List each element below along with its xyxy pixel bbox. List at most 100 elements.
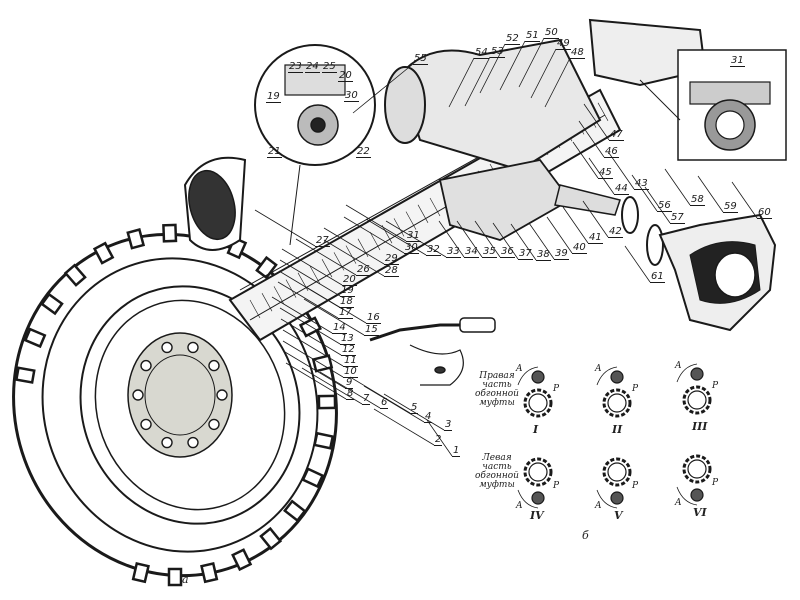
- leader-line: [582, 200, 609, 238]
- caption-line: часть: [482, 462, 512, 472]
- callout-26: 26: [356, 264, 371, 276]
- leader-line: [697, 175, 724, 213]
- fender-duct: [183, 156, 247, 251]
- hatch-line: [345, 245, 357, 264]
- leader-line: [373, 408, 435, 446]
- clutch-gear: [523, 457, 553, 487]
- callout-53: 53: [490, 46, 505, 58]
- caption-line: муфты: [479, 398, 515, 408]
- bolt-group: [132, 341, 228, 449]
- callout-58: 58: [690, 194, 705, 206]
- hub-bolt: [161, 341, 173, 354]
- clutch-roller: [610, 491, 624, 505]
- clutch-position-2: [596, 366, 632, 418]
- callout-27: 27: [315, 235, 330, 247]
- leader-line: [343, 216, 405, 254]
- hatch-line: [285, 279, 297, 298]
- caption-line: Правая: [479, 371, 515, 381]
- callout-34: 34: [464, 246, 479, 258]
- leader-line: [284, 351, 346, 389]
- callout-14: 14: [332, 322, 347, 334]
- tread-lug: [63, 263, 87, 287]
- force-p-label: P: [712, 478, 719, 488]
- callout-47: 47: [609, 129, 624, 141]
- leader-line: [499, 40, 526, 91]
- leader-line: [528, 222, 555, 260]
- dimension-arc: [676, 363, 698, 383]
- callout-36: 36: [500, 246, 515, 258]
- leader-line: [731, 181, 758, 219]
- tread-lug: [162, 223, 178, 243]
- tread-lug: [23, 327, 47, 349]
- callout-43: 43: [634, 178, 649, 190]
- callout-17: 17: [338, 307, 353, 319]
- callout-15: 15: [364, 324, 379, 336]
- callout-41: 41: [588, 232, 603, 244]
- callout-40: 40: [572, 242, 587, 254]
- tread-lug: [317, 394, 337, 410]
- dimension-a-label: A: [595, 364, 602, 374]
- callout-16: 16: [366, 312, 381, 324]
- leader-line: [664, 168, 691, 206]
- callout-51: 51: [525, 30, 540, 42]
- callout-18: 18: [339, 296, 354, 308]
- callout-6: 6: [380, 397, 389, 409]
- reducer-unit: [646, 213, 777, 332]
- callout-29: 29: [384, 253, 399, 265]
- dimension-a-label: A: [595, 501, 602, 511]
- hub-bolt: [187, 436, 199, 449]
- callout-11: 11: [343, 355, 358, 367]
- hatch-line: [309, 265, 321, 285]
- position-label-4: IV: [530, 509, 544, 522]
- tread-lug: [40, 292, 64, 316]
- leader-line: [474, 220, 501, 258]
- leader-line: [583, 103, 610, 141]
- callout-50: 50: [544, 27, 559, 39]
- clutch-gear: [682, 385, 712, 415]
- clutch-position-5: [596, 457, 632, 509]
- hatch-line: [405, 211, 417, 230]
- callout-3: 3: [444, 419, 453, 431]
- force-p-label: P: [632, 384, 639, 394]
- leader-line: [510, 223, 537, 261]
- leader-line: [578, 120, 605, 158]
- hatch-line: [429, 197, 441, 217]
- leader-line: [303, 298, 365, 336]
- callout-2: 2: [434, 434, 443, 446]
- clutch-hub: [687, 390, 707, 410]
- inset-callout-30: 30: [344, 90, 359, 102]
- dimension-arc: [596, 366, 618, 386]
- callout-9: 9: [345, 377, 354, 389]
- leader-line: [608, 152, 635, 190]
- dimension-arc: [517, 366, 539, 386]
- callout-19: 19: [340, 285, 355, 297]
- clutch-roller: [610, 370, 624, 384]
- callout-39: 39: [554, 248, 569, 260]
- leader-line: [464, 56, 491, 107]
- leader-line: [271, 296, 333, 334]
- hatch-line: [417, 204, 429, 223]
- callout-35: 35: [482, 246, 497, 258]
- tread-lug: [14, 366, 36, 384]
- callout-30: 30: [404, 242, 419, 254]
- leader-group: [254, 37, 758, 457]
- hatch-line: [369, 231, 381, 251]
- leader-line: [279, 307, 341, 345]
- callout-46: 46: [604, 146, 619, 158]
- callout-5: 5: [410, 402, 419, 414]
- circular-inset: [254, 44, 376, 246]
- leader-line: [631, 174, 658, 212]
- inset-callout-23: 23: [288, 61, 303, 73]
- clutch-hub: [528, 462, 548, 482]
- dimension-arc: [596, 489, 618, 509]
- callout-59: 59: [723, 201, 738, 213]
- clutch-roller: [690, 367, 704, 381]
- right-clutch-caption: Правая часть обгонной муфты: [468, 372, 526, 408]
- position-label-1: I: [533, 423, 539, 436]
- clutch-roller: [531, 370, 545, 384]
- callout-37: 37: [518, 248, 533, 260]
- clutch-gear: [523, 388, 553, 418]
- callout-20: 20: [342, 274, 357, 286]
- callout-45: 45: [598, 167, 613, 179]
